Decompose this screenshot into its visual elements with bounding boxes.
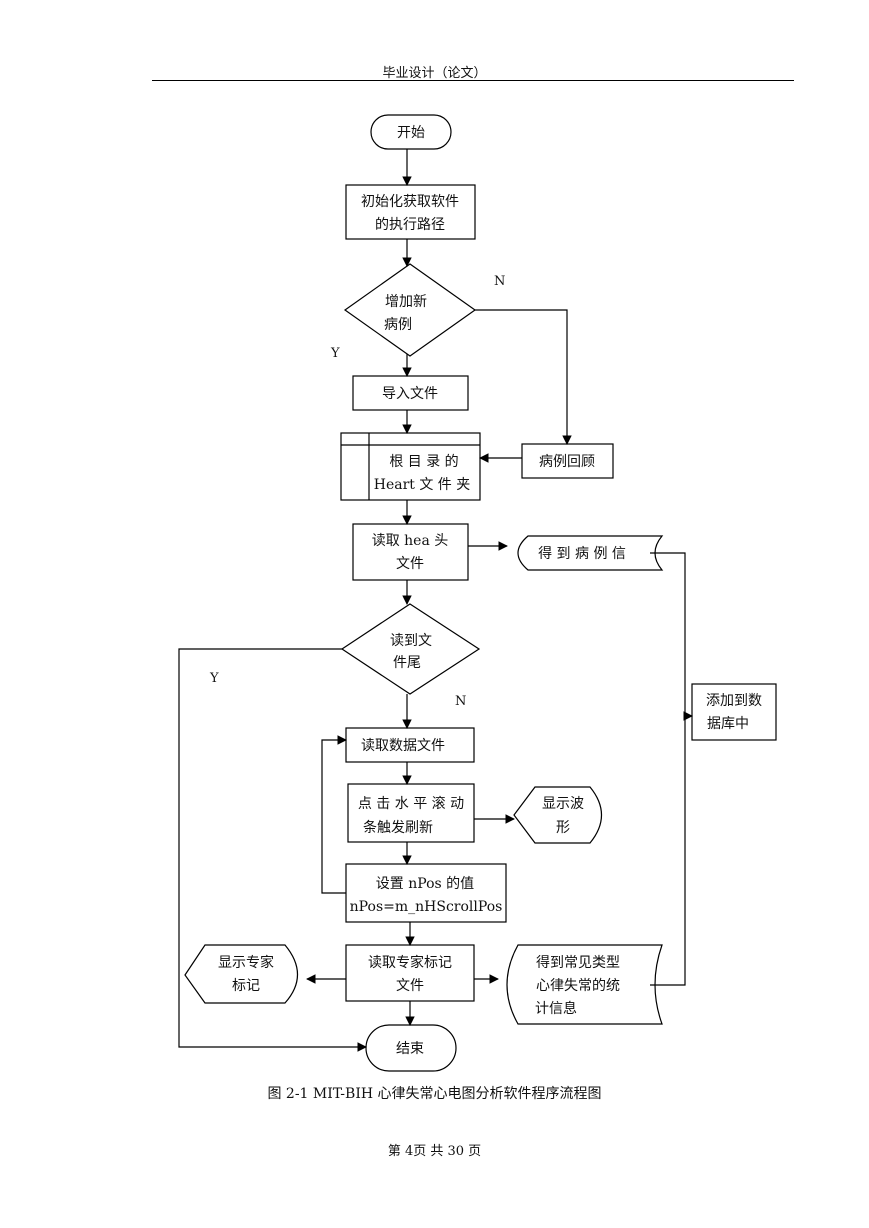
decision-eof-line2: 件尾 bbox=[393, 655, 421, 671]
init-line2: 的执行路径 bbox=[375, 217, 445, 233]
show-wave-display bbox=[513, 786, 602, 844]
stats-line1: 得到常见类型 bbox=[536, 954, 620, 971]
click-scroll-box bbox=[347, 783, 475, 843]
init-line1: 初始化获取软件 bbox=[361, 193, 459, 210]
show-expert-line1: 显示专家 bbox=[218, 954, 274, 971]
show-expert-line2: 标记 bbox=[232, 978, 260, 994]
start-terminator bbox=[370, 114, 452, 150]
show-wave-line1: 显示波 bbox=[542, 796, 584, 812]
import-file-box bbox=[352, 375, 469, 411]
case-review-box bbox=[521, 443, 614, 479]
header-rule bbox=[152, 80, 794, 81]
case-info-label: 得 到 病 例 信 bbox=[538, 545, 626, 562]
figure-caption: 图 2-1 MIT-BIH 心律失常心电图分析软件程序流程图 bbox=[267, 1086, 602, 1102]
set-npos-line1: 设置 nPos 的值 bbox=[376, 876, 474, 892]
decision-eof bbox=[340, 603, 481, 695]
read-data-box bbox=[345, 727, 475, 763]
case-review-label: 病例回顾 bbox=[539, 454, 595, 470]
set-npos-box bbox=[345, 863, 507, 923]
add-db-box bbox=[691, 683, 777, 741]
heart-folder-line1: 根 目 录 的 bbox=[389, 454, 458, 470]
stats-line2: 心律失常的统 bbox=[536, 978, 620, 994]
show-expert-display bbox=[184, 944, 298, 1004]
click-scroll-line1: 点 击 水 平 滚 动 bbox=[358, 795, 464, 812]
add-db-line1: 添加到数 bbox=[706, 693, 762, 709]
show-wave-line2: 形 bbox=[556, 820, 570, 836]
read-expert-box bbox=[345, 944, 475, 1002]
read-hea-line2: 文件 bbox=[396, 556, 424, 572]
start-label: 开始 bbox=[397, 125, 425, 141]
end-label: 结束 bbox=[396, 1041, 424, 1057]
heart-folder-line2: Heart 文 件 夹 bbox=[374, 477, 471, 493]
decision-new-line2: 病例 bbox=[384, 317, 412, 333]
stats-storage bbox=[506, 944, 663, 1025]
read-expert-line1: 读取专家标记 bbox=[368, 954, 452, 971]
decision-new-line1: 增加新 bbox=[385, 294, 427, 310]
label-n2: N bbox=[455, 694, 466, 709]
page-header: 毕业设计（论文） bbox=[382, 66, 487, 81]
page-footer: 第 4页 共 30 页 bbox=[387, 1144, 482, 1159]
click-scroll-line2: 条触发刷新 bbox=[363, 819, 433, 836]
stats-line3: 计信息 bbox=[535, 1000, 577, 1017]
label-n1: N bbox=[494, 274, 505, 289]
import-file-label: 导入文件 bbox=[382, 386, 438, 402]
decision-new-case bbox=[343, 263, 477, 357]
init-box bbox=[345, 184, 476, 240]
read-data-label: 读取数据文件 bbox=[361, 737, 445, 754]
read-expert-line2: 文件 bbox=[396, 978, 424, 994]
label-y1: Y bbox=[330, 346, 340, 361]
set-npos-line2: nPos=m_nHScrollPos bbox=[350, 899, 503, 915]
read-hea-line1: 读取 hea 头 bbox=[372, 532, 449, 549]
case-info-storage bbox=[517, 535, 664, 571]
add-db-line2: 据库中 bbox=[707, 716, 749, 732]
label-y2: Y bbox=[209, 671, 219, 686]
read-hea-box bbox=[352, 523, 469, 581]
decision-eof-line1: 读到文 bbox=[390, 632, 432, 649]
